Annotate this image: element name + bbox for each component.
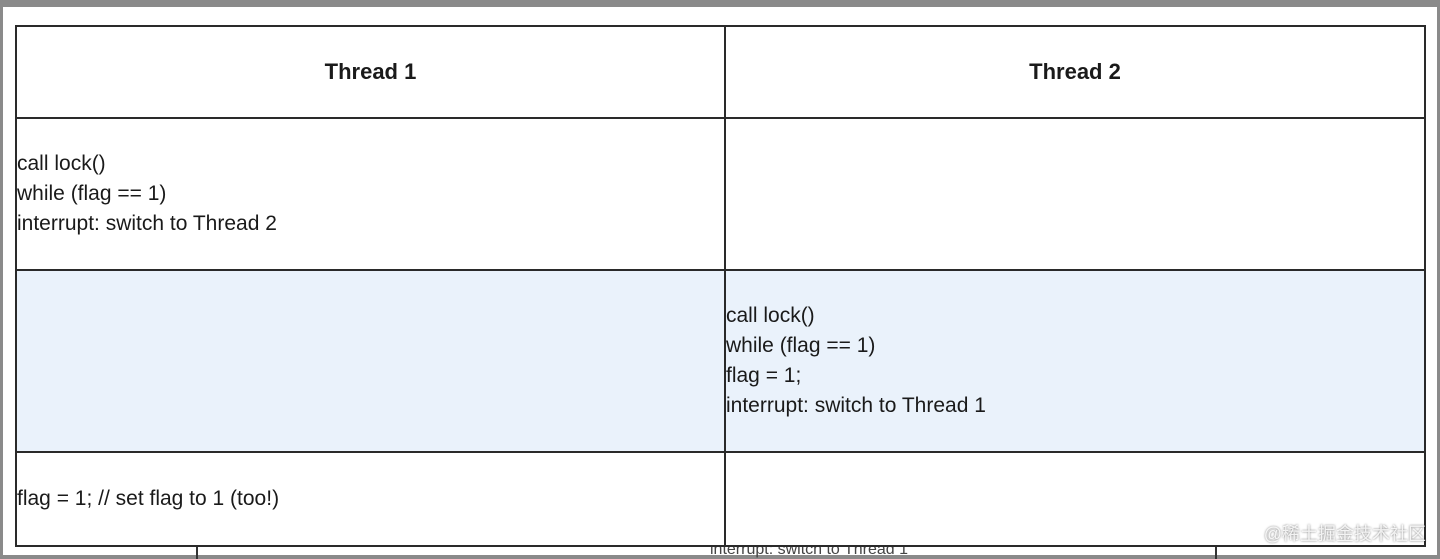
cell-thread-2-step-1 <box>724 117 1426 271</box>
thread-interleaving-table: Thread 1 Thread 2 call lock() while (fla… <box>15 25 1426 547</box>
code-line: flag = 1; // set flag to 1 (too!) <box>17 487 280 510</box>
cell-thread-1-step-1: call lock() while (flag == 1) interrupt:… <box>15 117 726 271</box>
cell-thread-1-step-3: flag = 1; // set flag to 1 (too!) <box>15 451 726 547</box>
cell-thread-2-step-3 <box>724 451 1426 547</box>
code-line: interrupt: switch to Thread 1 <box>726 394 986 417</box>
watermark: @稀土掘金技术社区 <box>1263 524 1426 544</box>
clipped-caption: interrupt: switch to Thread 1 <box>710 547 909 558</box>
table-row: call lock() while (flag == 1) interrupt:… <box>15 117 1426 271</box>
clipped-border-right <box>1215 547 1217 559</box>
code-line: call lock() <box>726 304 815 327</box>
cell-thread-1-step-2 <box>15 269 726 453</box>
clipped-content-below: interrupt: switch to Thread 1 <box>0 547 1440 559</box>
code-line: call lock() <box>17 152 106 175</box>
header-thread-1: Thread 1 <box>15 25 726 119</box>
table-row: flag = 1; // set flag to 1 (too!) <box>15 451 1426 547</box>
code-line: while (flag == 1) <box>726 334 876 357</box>
header-thread-2: Thread 2 <box>724 25 1426 119</box>
cell-thread-2-step-2: call lock() while (flag == 1) flag = 1; … <box>724 269 1426 453</box>
table-row: call lock() while (flag == 1) flag = 1; … <box>15 269 1426 453</box>
table-header-row: Thread 1 Thread 2 <box>15 25 1426 119</box>
code-line: while (flag == 1) <box>17 182 167 205</box>
clipped-border-left <box>196 547 198 559</box>
code-line: flag = 1; <box>726 364 802 387</box>
code-line: interrupt: switch to Thread 2 <box>17 212 277 235</box>
